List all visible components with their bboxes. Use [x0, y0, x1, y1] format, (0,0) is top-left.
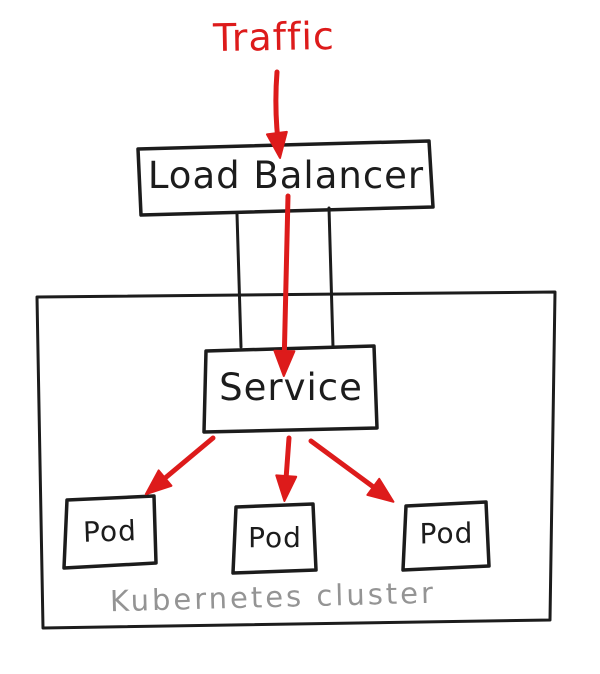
lb-service-arrow	[273, 193, 296, 377]
traffic-arrow	[265, 69, 288, 159]
pod-box-1	[62, 494, 158, 570]
lb-service-connector-right	[327, 206, 335, 349]
pod-label-3: Pod	[419, 516, 474, 551]
cluster-box	[35, 290, 557, 630]
lb-service-connector-left	[235, 212, 243, 349]
pod-label-2: Pod	[248, 521, 302, 554]
service-pod-arrow-1	[144, 435, 216, 496]
service-box	[202, 344, 379, 434]
pod-box-2	[231, 502, 318, 575]
load-balancer-label: Load Balancer	[147, 154, 425, 197]
traffic-label: Traffic	[212, 13, 336, 61]
service-label: Service	[219, 366, 363, 409]
pod-label-1: Pod	[82, 514, 138, 549]
load-balancer-box	[136, 139, 435, 217]
pod-box-3	[401, 500, 491, 572]
service-pod-arrow-2	[275, 435, 298, 502]
service-pod-arrow-3	[308, 438, 395, 503]
